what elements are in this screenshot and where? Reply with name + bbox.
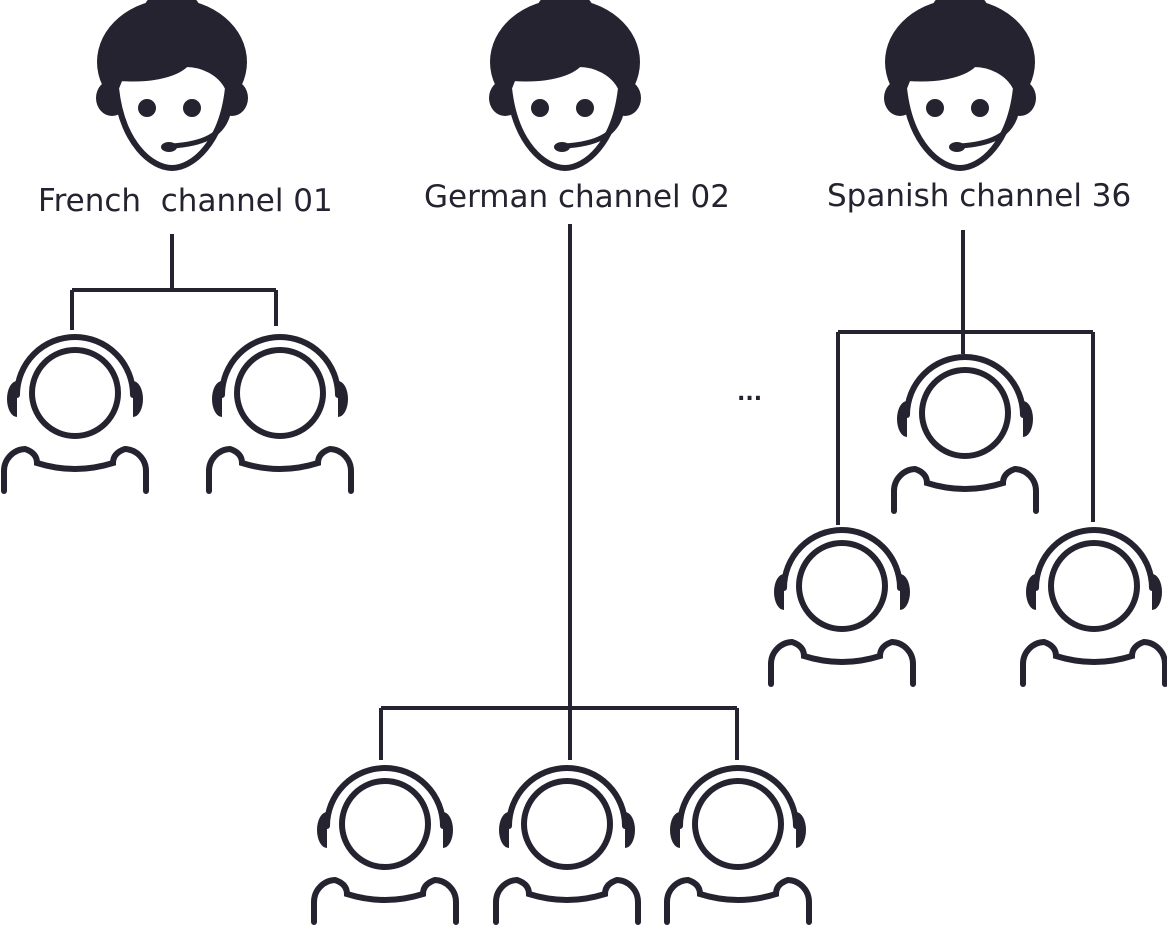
channel-label-spanish: Spanish channel 36 (827, 178, 1132, 214)
tree-connector-german (379, 224, 739, 760)
listener-icon (314, 768, 456, 922)
listener-icon (4, 337, 146, 491)
listener-icon (1023, 530, 1165, 684)
operator-icon-spanish (884, 0, 1036, 168)
listener-icon (894, 357, 1036, 511)
tree-connector-french (70, 234, 278, 330)
operator-icon-german (489, 0, 641, 168)
listener-icon (667, 768, 809, 922)
ellipsis: ... (737, 381, 763, 406)
listener-icon (496, 768, 638, 922)
channel-label-german: German channel 02 (424, 179, 730, 215)
listener-icon (771, 530, 913, 684)
listener-icon (209, 337, 351, 491)
tree-connector-spanish (836, 230, 1095, 525)
operator-icon-french (96, 0, 248, 168)
channel-label-french: French channel 01 (38, 183, 333, 219)
